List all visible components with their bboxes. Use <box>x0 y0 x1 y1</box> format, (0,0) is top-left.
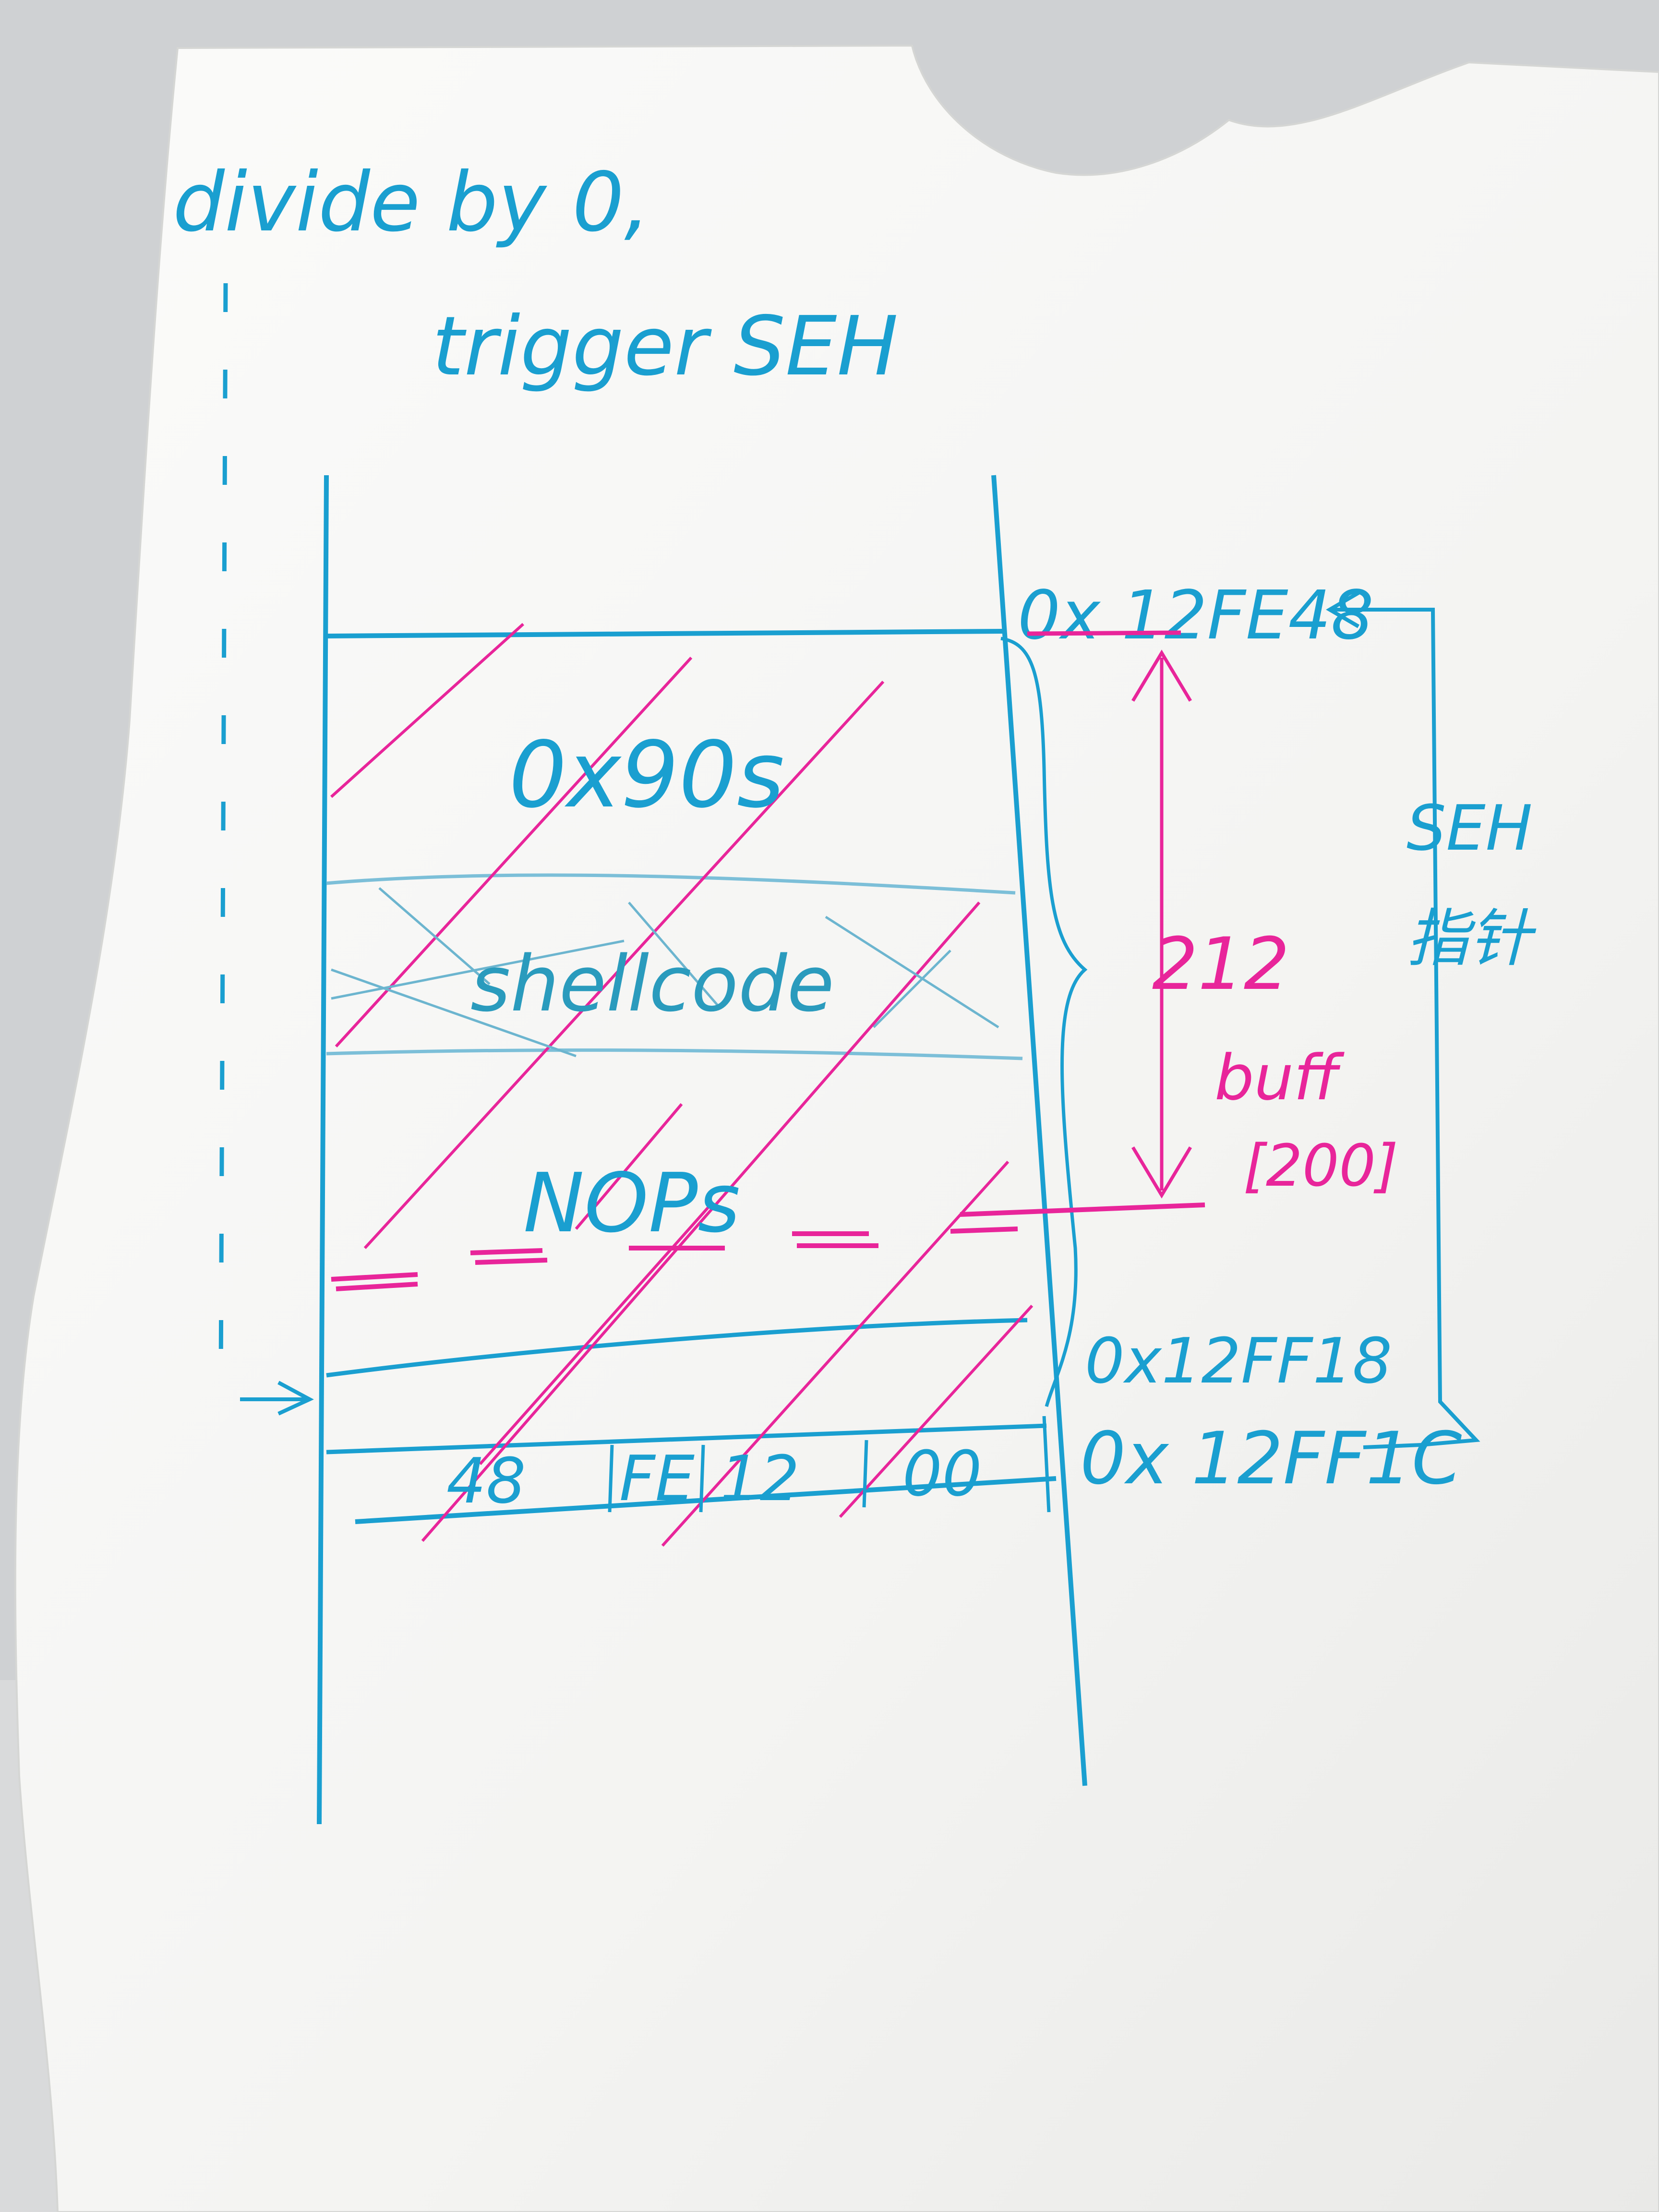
label-nops: NOPs <box>523 1156 740 1251</box>
paper-sheet <box>14 44 1659 2212</box>
payload-hatching <box>330 623 1034 1547</box>
address-ff1c: 0x 12FF1C <box>1080 1417 1462 1501</box>
note-trigger-seh: trigger SEH <box>432 299 898 394</box>
note-divide-by-zero: divide by 0, <box>173 155 650 250</box>
buffer-end-marker <box>331 1202 1205 1291</box>
byte-1: FE <box>619 1442 695 1515</box>
byte-0: 48 <box>446 1444 526 1517</box>
label-nop-fill: 0x90s <box>509 722 784 828</box>
buffer-name-label: buff <box>1214 1041 1345 1114</box>
buffer-size-label: 212 <box>1152 923 1289 1006</box>
seh-label-line1: SEH <box>1407 792 1532 865</box>
shellcode-crossout <box>331 887 999 1058</box>
buffer-decl-label: [200] <box>1243 1133 1398 1200</box>
address-ff18: 0x12FF18 <box>1085 1324 1392 1397</box>
seh-byte-row: 48 FE 12 00 <box>446 1437 982 1517</box>
byte-3: 00 <box>902 1437 982 1510</box>
label-shellcode: shellcode <box>470 939 834 1029</box>
buffer-size-arrow <box>1131 649 1192 1199</box>
seh-pointer-bracket <box>1326 591 1480 1449</box>
seh-label-line2: 指针 <box>1407 902 1537 975</box>
address-top: 0x 12FE48 <box>1018 577 1374 655</box>
arrow-to-seh-icon <box>240 1381 314 1416</box>
stack-frame <box>317 475 1088 1825</box>
byte-2: 12 <box>720 1442 799 1515</box>
buffer-start-marker <box>1027 630 1181 636</box>
flow-dashed-line <box>218 283 228 1383</box>
